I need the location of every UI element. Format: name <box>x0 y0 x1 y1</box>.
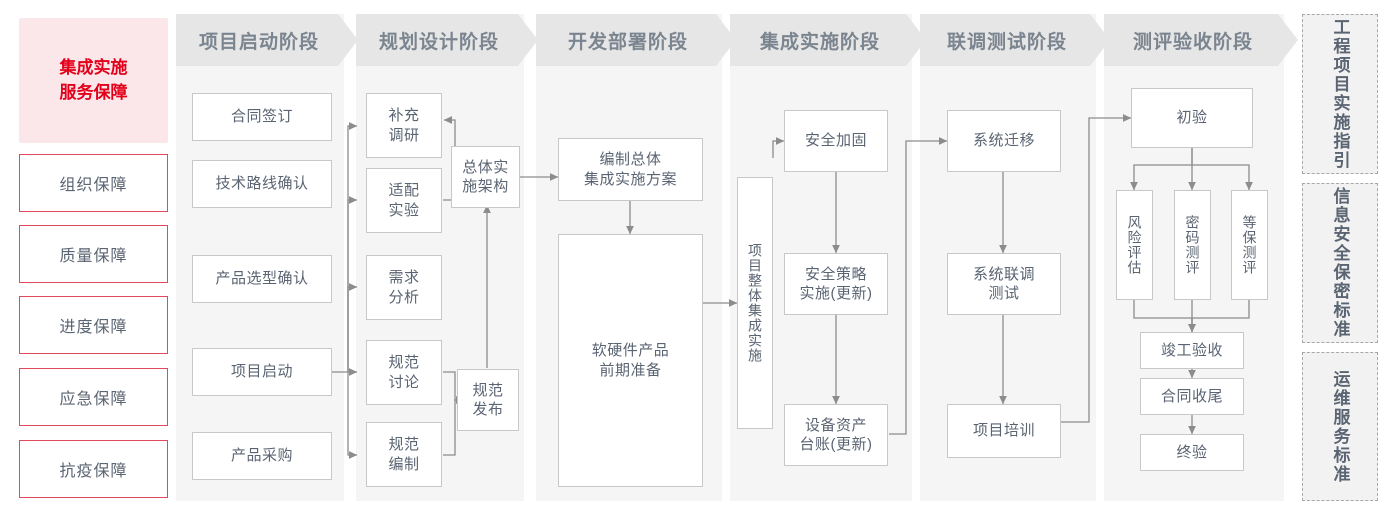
node-spec-compilation[interactable]: 规范 编制 <box>366 422 442 487</box>
node-contract-signing[interactable]: 合同签订 <box>192 93 332 141</box>
node-security-hardening[interactable]: 安全加固 <box>784 110 888 172</box>
right-panel-0[interactable]: 工程项目实施指引 <box>1302 14 1378 174</box>
node-requirement-analysis[interactable]: 需求 分析 <box>366 255 442 320</box>
left-panel-item-1[interactable]: 质量保障 <box>19 225 168 283</box>
node-spec-discussion[interactable]: 规范 讨论 <box>366 340 442 405</box>
node-spec-release[interactable]: 规范 发布 <box>457 369 519 431</box>
node-overall-architecture[interactable]: 总体实 施架构 <box>451 146 520 208</box>
phase-header-p1[interactable]: 项目启动阶段 <box>176 14 358 66</box>
phase-header-label: 开发部署阶段 <box>567 31 688 53</box>
node-grade-protection-evaluation[interactable]: 等保测评 <box>1231 190 1268 300</box>
node-cryptography-evaluation[interactable]: 密码测评 <box>1174 190 1211 300</box>
node-product-selection-confirm[interactable]: 产品选型确认 <box>192 255 332 303</box>
node-supplementary-research[interactable]: 补充 调研 <box>366 93 442 158</box>
phase-header-label: 测评验收阶段 <box>1132 31 1253 53</box>
node-asset-ledger-update[interactable]: 设备资产 台账(更新) <box>784 404 888 466</box>
phase-header-label: 集成实施阶段 <box>759 31 880 53</box>
node-hw-sw-preparation[interactable]: 软硬件产品 前期准备 <box>558 234 703 487</box>
left-panel-item-0[interactable]: 组织保障 <box>19 154 168 212</box>
phase-header-p4[interactable]: 集成实施阶段 <box>730 14 926 66</box>
left-panel-item-2[interactable]: 进度保障 <box>19 296 168 354</box>
phase-header-label: 联调测试阶段 <box>946 31 1067 53</box>
node-product-purchase[interactable]: 产品采购 <box>192 432 332 480</box>
phase-header-p6[interactable]: 测评验收阶段 <box>1104 14 1298 66</box>
node-completion-acceptance[interactable]: 竣工验收 <box>1140 332 1244 369</box>
node-overall-integration[interactable]: 项目整体集成实施 <box>737 177 773 429</box>
node-adaptation-experiment[interactable]: 适配 实验 <box>366 168 442 233</box>
phase-header-p3[interactable]: 开发部署阶段 <box>536 14 736 66</box>
phase-header-label: 项目启动阶段 <box>198 31 319 53</box>
right-panel-1[interactable]: 信息安全保密标准 <box>1302 183 1378 343</box>
left-panel-item-4[interactable]: 抗疫保障 <box>19 440 168 498</box>
right-panel-2[interactable]: 运维服务标准 <box>1302 352 1378 501</box>
node-overall-plan-drafting[interactable]: 编制总体 集成实施方案 <box>558 138 703 201</box>
phase-header-p5[interactable]: 联调测试阶段 <box>920 14 1110 66</box>
node-system-joint-test[interactable]: 系统联调 测试 <box>947 253 1061 315</box>
node-security-policy-implementation[interactable]: 安全策略 实施(更新) <box>784 253 888 315</box>
node-final-acceptance[interactable]: 终验 <box>1140 434 1244 471</box>
node-project-kickoff[interactable]: 项目启动 <box>192 348 332 396</box>
node-contract-closure[interactable]: 合同收尾 <box>1140 378 1244 415</box>
node-preliminary-acceptance[interactable]: 初验 <box>1131 88 1253 148</box>
phase-header-p2[interactable]: 规划设计阶段 <box>356 14 538 66</box>
left-panel-item-3[interactable]: 应急保障 <box>19 368 168 426</box>
node-tech-route-confirm[interactable]: 技术路线确认 <box>192 160 332 208</box>
phase-header-label: 规划设计阶段 <box>378 31 499 53</box>
node-project-training[interactable]: 项目培训 <box>947 404 1061 458</box>
node-system-migration[interactable]: 系统迁移 <box>947 110 1061 172</box>
node-risk-assessment[interactable]: 风险评估 <box>1116 190 1153 300</box>
left-panel-title: 集成实施 服务保障 <box>19 18 168 143</box>
